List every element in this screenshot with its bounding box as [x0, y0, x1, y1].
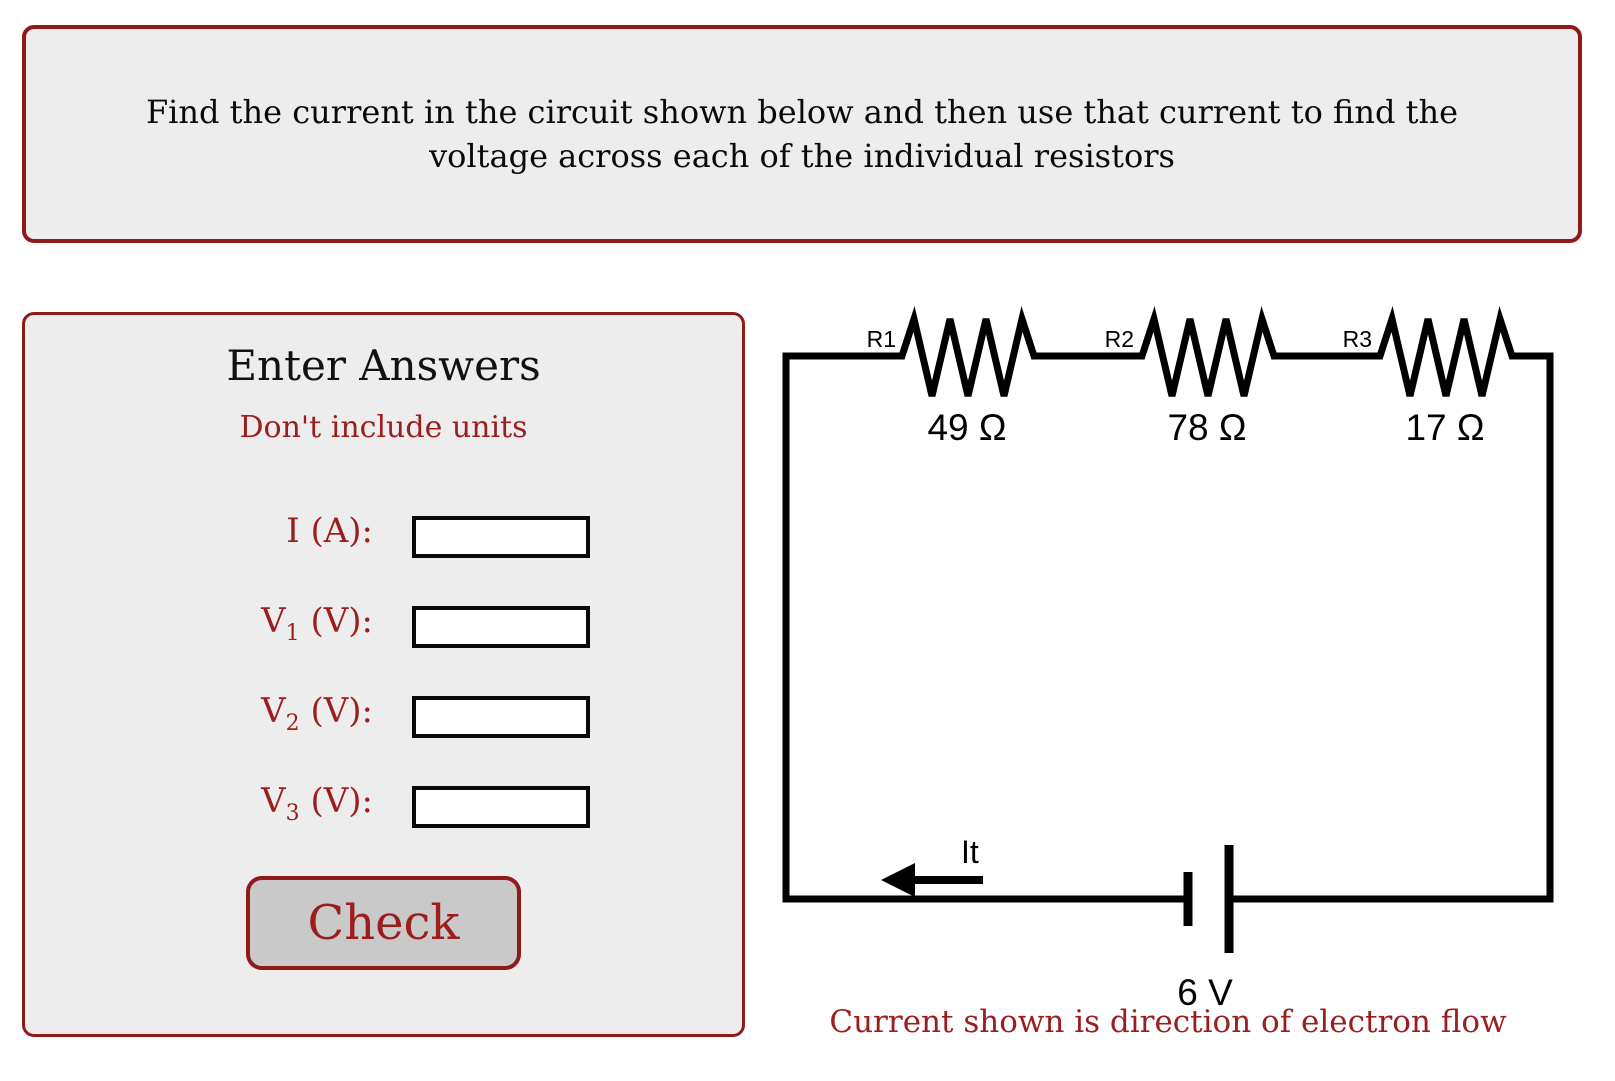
current-arrow-head [881, 863, 915, 897]
instructions-banner: Find the current in the circuit shown be… [22, 25, 1582, 243]
v3-row: V3 (V): [25, 781, 742, 828]
v2-label: V2 (V): [261, 690, 373, 736]
current-arrow-label: It [961, 834, 979, 870]
resistor-1-value: 49 Ω [927, 407, 1006, 448]
instructions-line-1: Find the current in the circuit shown be… [145, 93, 1459, 131]
circuit-wire [782, 305, 1554, 903]
v2-input[interactable] [412, 696, 590, 738]
circuit-diagram: R1 R2 R3 49 Ω 78 Ω 17 Ω It 6 V Current s… [750, 300, 1615, 1077]
resistor-2-value: 78 Ω [1167, 407, 1246, 448]
v2-row: V2 (V): [25, 691, 742, 738]
resistor-3-value: 17 Ω [1405, 407, 1484, 448]
v3-label: V3 (V): [261, 780, 373, 826]
check-button[interactable]: Check [246, 876, 521, 970]
current-row: I (A): [25, 511, 742, 558]
v1-label: V1 (V): [261, 600, 373, 646]
answer-rows: I (A): V1 (V): V2 (V): V3 (V): [25, 511, 742, 828]
resistor-2-label: R2 [1105, 326, 1134, 352]
instructions-line-2: voltage across each of the individual re… [429, 137, 1175, 175]
answers-panel: Enter Answers Don't include units I (A):… [22, 312, 745, 1037]
battery-voltage-label: 6 V [1177, 972, 1233, 1013]
panel-subtitle: Don't include units [239, 410, 528, 445]
current-label: I (A): [286, 510, 373, 551]
resistor-1-label: R1 [867, 326, 896, 352]
electron-flow-caption: Current shown is direction of electron f… [829, 1004, 1507, 1040]
v1-row: V1 (V): [25, 601, 742, 648]
panel-title: Enter Answers [226, 341, 541, 390]
v1-input[interactable] [412, 606, 590, 648]
current-input[interactable] [412, 516, 590, 558]
resistor-3-label: R3 [1343, 326, 1372, 352]
v3-input[interactable] [412, 786, 590, 828]
